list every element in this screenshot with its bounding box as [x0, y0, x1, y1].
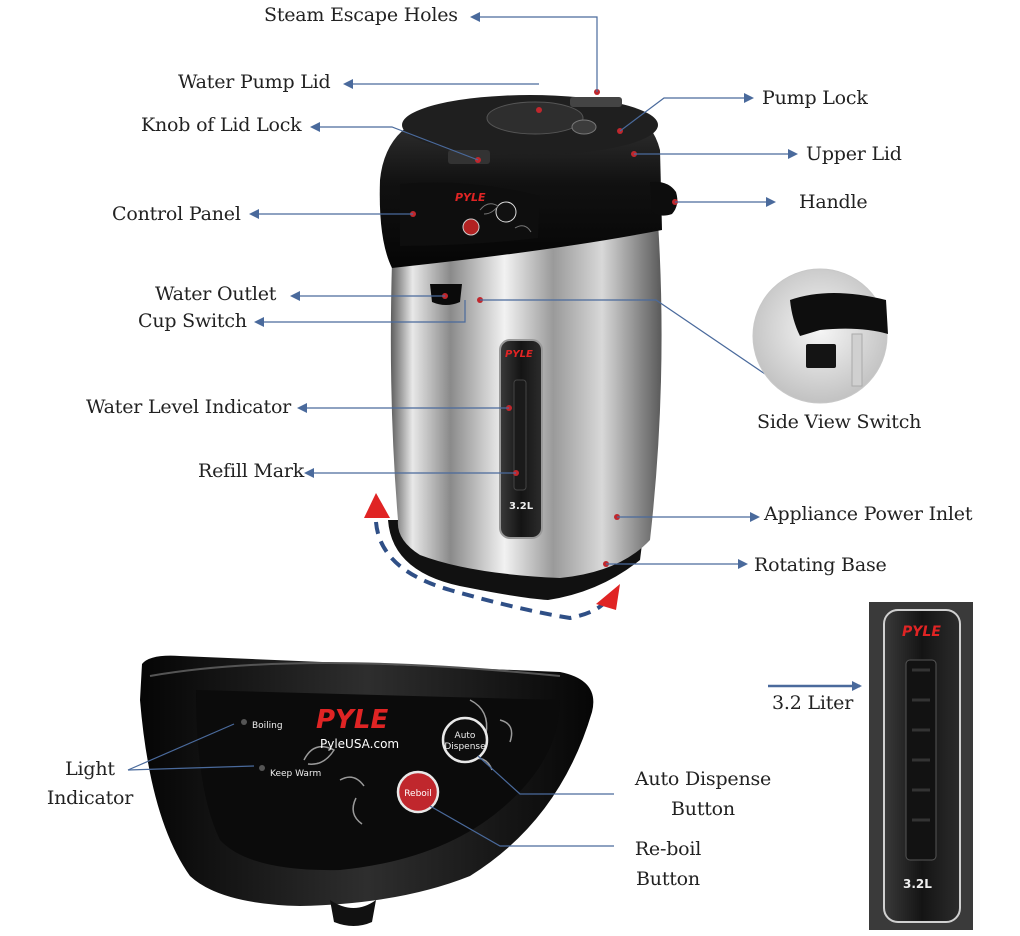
label-auto-dispense-line2: Button [671, 798, 735, 820]
label-side-view-switch: Side View Switch [757, 411, 922, 433]
svg-text:Boiling: Boiling [252, 721, 283, 731]
thermo-pot: PYLE PYLE 3.2L [379, 95, 678, 600]
svg-text:PYLE: PYLE [505, 349, 533, 360]
control-panel-closeup: PYLE PyleUSA.com Boiling Keep Warm Auto … [140, 655, 594, 926]
handle-shape [650, 181, 678, 216]
arrow-left-icon [470, 12, 598, 92]
level-window-photo: PYLE 3.2L [869, 602, 973, 930]
rotation-arrow-icon [364, 493, 620, 621]
callout-lines [249, 12, 798, 569]
svg-text:3.2L: 3.2L [509, 501, 534, 512]
label-cup-switch: Cup Switch [138, 310, 247, 332]
label-control-panel: Control Panel [112, 203, 241, 225]
svg-text:Reboil: Reboil [404, 789, 432, 799]
label-light-indicator-line2: Indicator [46, 787, 134, 809]
label-handle: Handle [799, 191, 868, 213]
svg-text:3.2L: 3.2L [903, 877, 932, 891]
label-refill-mark: Refill Mark [198, 460, 305, 482]
control-panel-area [400, 182, 540, 246]
label-water-outlet: Water Outlet [155, 283, 277, 305]
label-capacity: 3.2 Liter [772, 692, 854, 714]
label-rotating-base: Rotating Base [754, 554, 887, 576]
label-reboil-line2: Button [636, 868, 700, 890]
label-steam-escape-holes: Steam Escape Holes [264, 4, 458, 26]
label-pump-lock: Pump Lock [762, 87, 868, 109]
svg-text:Dispense: Dispense [444, 742, 486, 752]
label-water-pump-lid: Water Pump Lid [178, 71, 331, 93]
svg-text:Keep Warm: Keep Warm [270, 769, 321, 779]
label-water-level-indicator: Water Level Indicator [86, 396, 292, 418]
label-reboil-line1: Re-boil [634, 838, 702, 860]
closeup-brand: PYLE [316, 705, 388, 735]
side-view-line [480, 299, 769, 377]
label-knob-of-lid-lock: Knob of Lid Lock [141, 114, 302, 136]
label-light-indicator-line1: Light [65, 758, 115, 780]
closeup-website: PyleUSA.com [320, 737, 399, 751]
arrow-left-icon [310, 122, 479, 161]
label-appliance-power-inlet: Appliance Power Inlet [764, 503, 973, 525]
svg-text:PYLE: PYLE [902, 624, 941, 640]
panel-brand: PYLE [455, 191, 486, 204]
arrow-right-icon [619, 93, 754, 132]
label-auto-dispense-line1: Auto Dispense [634, 768, 772, 790]
svg-text:Auto: Auto [455, 731, 476, 741]
closeup-callout-lines [127, 723, 614, 847]
label-upper-lid: Upper Lid [806, 143, 902, 165]
arrow-left-icon [254, 300, 466, 327]
side-view-inset [752, 268, 888, 404]
